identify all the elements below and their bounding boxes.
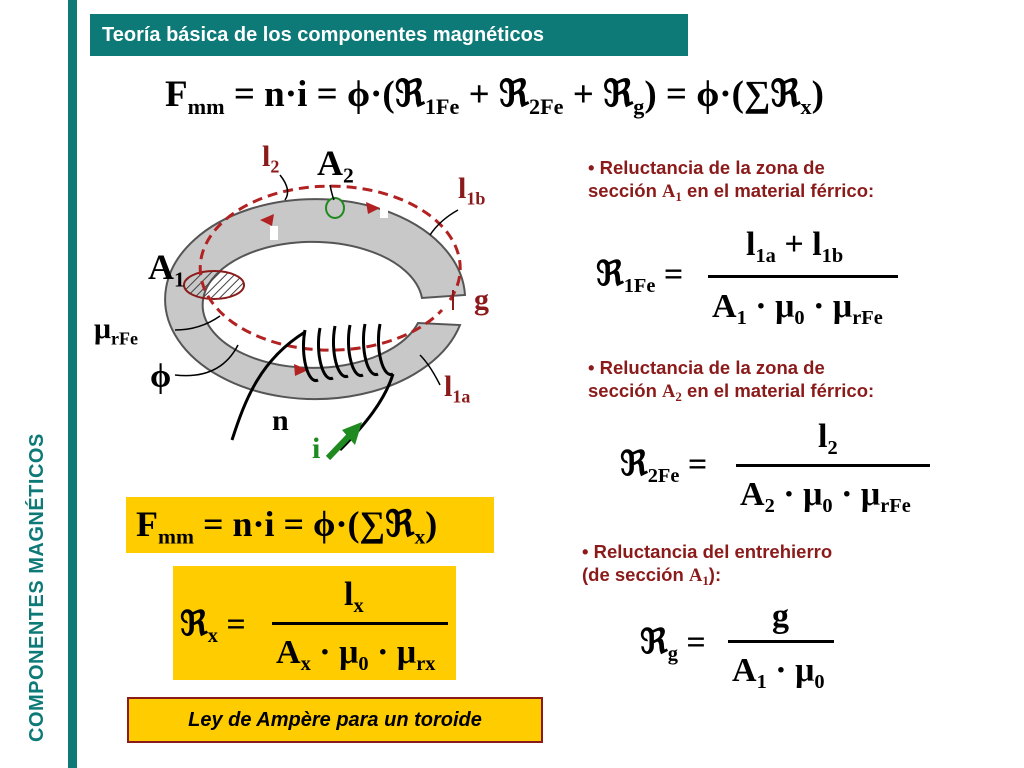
label-i: i — [312, 432, 321, 465]
pointer-l2 — [279, 174, 289, 201]
reluctance-2Fe-lhs: ℜ2Fe = — [620, 446, 708, 488]
label-g: g — [474, 283, 489, 316]
fraction-bar-1Fe — [708, 275, 898, 278]
section-A1-hatch — [183, 270, 245, 300]
pointer-A2 — [329, 184, 335, 201]
side-label: COMPONENTES MAGNÉTICOS — [26, 433, 48, 742]
core-notch — [380, 204, 388, 218]
reluctance-1Fe-num: l1a + l1b — [746, 226, 844, 268]
side-bar — [68, 0, 77, 768]
main-equation: Fmm = n·i = ϕ·(ℜ1Fe + ℜ2Fe + ℜg) = ϕ·(∑ℜ… — [165, 74, 824, 119]
label-l1a: l1a — [444, 370, 471, 407]
core-notch — [270, 226, 278, 240]
reluctance-2Fe-num: l2 — [818, 418, 838, 460]
current-arrow — [325, 432, 353, 461]
flux-arrow — [366, 202, 380, 214]
pointer-phi — [174, 344, 239, 377]
reluctance-g-lhs: ℜg = — [640, 624, 706, 666]
general-reluctance-den: Ax · μ0 · μrx — [276, 634, 436, 676]
general-reluctance-num: lx — [344, 576, 364, 618]
reluctance-g-den: A1 · μ0 — [732, 652, 825, 694]
reluctance-1Fe-den: A1 · μ0 · μrFe — [712, 288, 883, 330]
fraction-bar-general — [272, 622, 448, 625]
coil-winding — [230, 323, 395, 452]
label-l2: l2 — [262, 140, 280, 177]
reluctance-2Fe-den: A2 · μ0 · μrFe — [740, 476, 911, 518]
boxed-equation: Fmm = n·i = ϕ·(∑ℜx) — [136, 504, 438, 549]
pointer-l1b — [429, 209, 459, 236]
label-l1b: l1b — [458, 172, 486, 209]
current-arrowhead — [342, 422, 362, 445]
label-A1: A1 — [148, 247, 185, 292]
flux-arrow — [260, 214, 274, 226]
fraction-bar-g — [728, 640, 834, 643]
ampere-law-caption: Ley de Ampère para un toroide — [127, 697, 543, 743]
reluctance-1Fe-lhs: ℜ1Fe = — [596, 256, 684, 298]
bullet-reluctance-gap: • Reluctancia del entrehierro(de sección… — [582, 541, 833, 588]
boxed-equation-background — [126, 497, 494, 553]
label-murFe: μrFe — [94, 312, 138, 349]
pointer-murFe — [174, 315, 221, 331]
flux-arrow — [294, 364, 308, 376]
toroid-diagram — [164, 174, 467, 461]
section-A2 — [325, 197, 345, 219]
reluctance-g-num: g — [772, 598, 789, 635]
general-reluctance-lhs: ℜx = — [180, 606, 246, 648]
magnetic-core — [164, 198, 467, 401]
title-banner: Teoría básica de los componentes magnéti… — [90, 14, 688, 56]
pointer-l1a — [419, 354, 441, 386]
label-A2: A2 — [317, 143, 354, 188]
fraction-bar-2Fe — [736, 464, 930, 467]
label-n: n — [272, 404, 289, 437]
label-phi: ϕ — [150, 358, 172, 395]
